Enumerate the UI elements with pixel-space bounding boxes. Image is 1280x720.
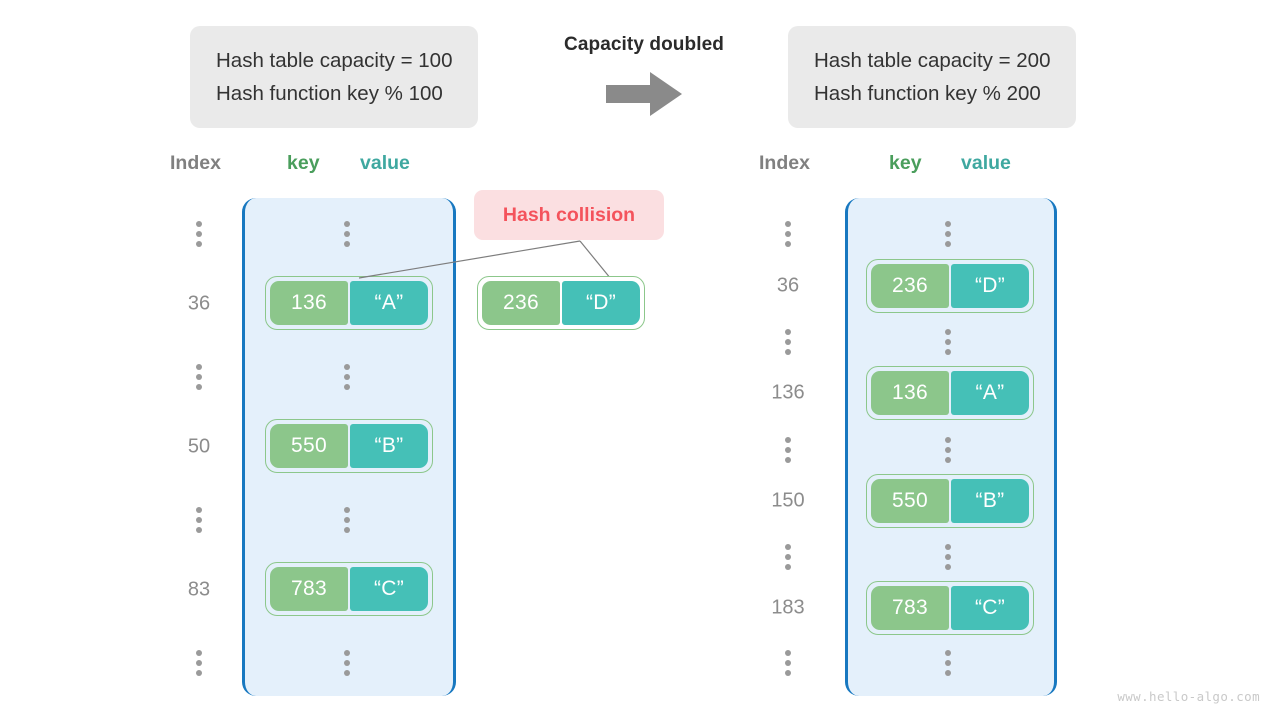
- left-entry-83[interactable]: 783 “C”: [265, 562, 433, 616]
- right-slot-ellipsis-5: [945, 650, 951, 676]
- right-entry-36-value: “D”: [951, 264, 1029, 308]
- right-slot-ellipsis-1: [945, 221, 951, 247]
- right-index-150: 150: [771, 489, 805, 512]
- left-header-key: key: [287, 152, 320, 174]
- left-slot-ellipsis-3: [344, 507, 350, 533]
- left-header-value: value: [360, 152, 410, 174]
- right-entry-36-key: 236: [871, 264, 949, 308]
- left-entry-83-key: 783: [270, 567, 348, 611]
- colliding-entry-236[interactable]: 236 “D”: [477, 276, 645, 330]
- caption-left-capacity: Hash table capacity = 100 Hash function …: [190, 26, 479, 129]
- right-entry-150-value: “B”: [951, 479, 1029, 523]
- right-gutter-ellipsis-5: [785, 650, 791, 676]
- right-entry-136-key: 136: [871, 371, 949, 415]
- left-entry-50-value: “B”: [350, 424, 428, 468]
- right-index-136: 136: [771, 381, 805, 404]
- caption-left-line2: Hash function key % 100: [216, 82, 443, 106]
- right-slot-ellipsis-3: [945, 437, 951, 463]
- hash-collision-badge: Hash collision: [474, 190, 664, 240]
- left-entry-50-key: 550: [270, 424, 348, 468]
- right-index-183: 183: [771, 596, 805, 619]
- left-gutter-ellipsis-2: [196, 364, 202, 390]
- caption-right-line1: Hash table capacity = 200: [814, 49, 1051, 72]
- right-gutter-ellipsis-3: [785, 437, 791, 463]
- left-index-36: 36: [187, 292, 211, 315]
- right-entry-136[interactable]: 136 “A”: [866, 366, 1034, 420]
- right-entry-183[interactable]: 783 “C”: [866, 581, 1034, 635]
- arrow-right-icon: [606, 72, 682, 116]
- right-header-key: key: [889, 152, 922, 174]
- right-entry-36[interactable]: 236 “D”: [866, 259, 1034, 313]
- caption-right-line2: Hash function key % 200: [814, 82, 1041, 106]
- right-entry-150[interactable]: 550 “B”: [866, 474, 1034, 528]
- hash-collision-label: Hash collision: [502, 203, 636, 226]
- right-header-value: value: [961, 152, 1011, 174]
- left-header-index: Index: [170, 152, 221, 174]
- right-entry-183-key: 783: [871, 586, 949, 630]
- right-gutter-ellipsis-2: [785, 329, 791, 355]
- caption-right-capacity: Hash table capacity = 200 Hash function …: [788, 26, 1077, 129]
- left-entry-83-value: “C”: [350, 567, 428, 611]
- left-index-83: 83: [187, 578, 211, 601]
- left-slot-ellipsis-2: [344, 364, 350, 390]
- right-header-index: Index: [759, 152, 810, 174]
- colliding-entry-value: “D”: [562, 281, 640, 325]
- left-entry-50[interactable]: 550 “B”: [265, 419, 433, 473]
- right-entry-183-value: “C”: [951, 586, 1029, 630]
- right-slot-ellipsis-2: [945, 329, 951, 355]
- right-gutter-ellipsis-4: [785, 544, 791, 570]
- capacity-doubled-label: Capacity doubled: [564, 34, 724, 55]
- left-entry-36[interactable]: 136 “A”: [265, 276, 433, 330]
- left-slot-ellipsis-4: [344, 650, 350, 676]
- left-slot-ellipsis-1: [344, 221, 350, 247]
- right-gutter-ellipsis-1: [785, 221, 791, 247]
- left-index-50: 50: [187, 435, 211, 458]
- left-gutter-ellipsis-4: [196, 650, 202, 676]
- right-entry-136-value: “A”: [951, 371, 1029, 415]
- caption-left-line1: Hash table capacity = 100: [216, 49, 453, 72]
- colliding-entry-key: 236: [482, 281, 560, 325]
- left-entry-36-value: “A”: [350, 281, 428, 325]
- left-gutter-ellipsis-3: [196, 507, 202, 533]
- watermark: www.hello-algo.com: [1117, 689, 1260, 704]
- left-entry-36-key: 136: [270, 281, 348, 325]
- right-entry-150-key: 550: [871, 479, 949, 523]
- left-gutter-ellipsis-1: [196, 221, 202, 247]
- right-index-36: 36: [776, 274, 800, 297]
- right-slot-ellipsis-4: [945, 544, 951, 570]
